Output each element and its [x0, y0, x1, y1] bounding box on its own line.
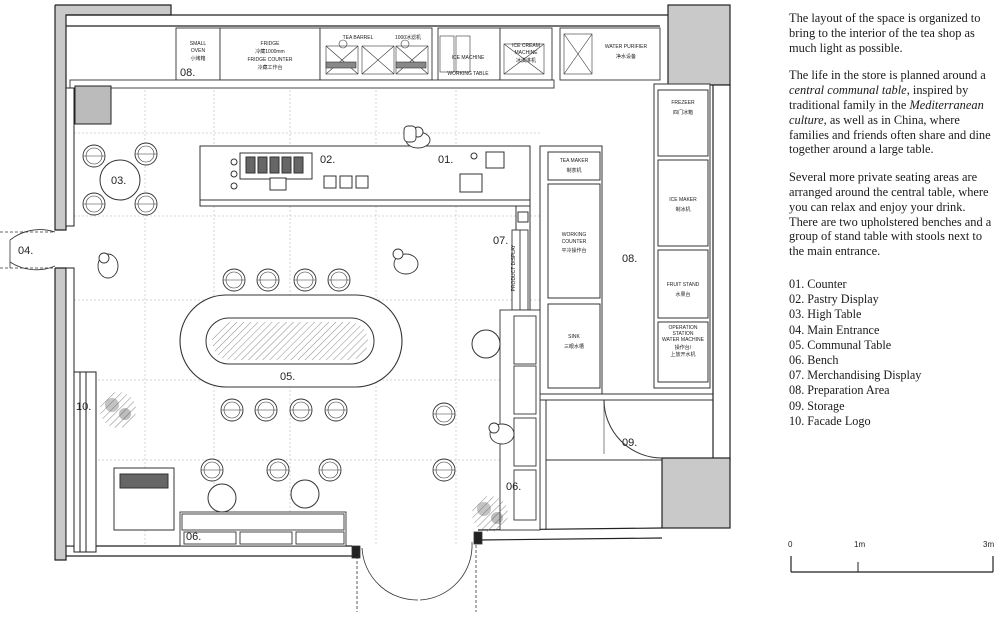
label-06-right: 06.	[506, 481, 521, 493]
working-counter-label-2: COUNTER	[562, 239, 587, 245]
people	[97, 125, 515, 445]
fridge-counter-label: FRIDGE COUNTER	[248, 57, 293, 63]
fridge-counter-label-cn: 冷藏工作台	[257, 64, 282, 71]
desc-p2-em1: central communal table	[789, 83, 907, 98]
ice-machine-label: ICE MACHINE	[452, 55, 485, 61]
scale-label-1m: 1m	[854, 540, 866, 549]
scale-label-3m: 3m	[983, 540, 995, 549]
legend-item: 08. Preparation Area	[789, 383, 890, 398]
ice-cream-label-2: MACHINE	[514, 50, 538, 56]
desc-p2-a: The life in the store is planned around …	[789, 68, 986, 83]
ice-cream-label: ICE CREAM	[512, 43, 540, 49]
working-counter-label: WORKING	[562, 232, 587, 238]
legend-item: 03. High Table	[789, 307, 862, 322]
fruit-stand-label: FRUIT STAND	[667, 282, 700, 288]
lounge-chair	[113, 467, 175, 531]
label-07: 07.	[493, 235, 508, 247]
freezer-label-cn: 四门冰箱	[673, 109, 693, 116]
ice-cream-label-cn: 冰淇淋机	[516, 57, 536, 64]
label-05: 05.	[280, 371, 295, 383]
water-purifier-label-cn: 净水设备	[616, 53, 636, 60]
label-08: 08.	[622, 253, 637, 265]
building-walls	[54, 4, 731, 561]
scale-label-0: 0	[788, 540, 793, 549]
ice-maker-label: ICE MAKER	[669, 197, 697, 203]
tea-maker-label-cn: 制茶机	[566, 167, 581, 174]
facade-strip	[65, 85, 112, 553]
freezer-label: FREZEER	[671, 100, 695, 106]
legend-item: 01. Counter	[789, 277, 847, 291]
tea-barrel-label-cn: 1000冰滤机	[395, 34, 421, 41]
tea-barrel-label: TEA BARREL	[343, 35, 374, 41]
main-entrance-doors	[0, 229, 56, 271]
description-paragraph-3: Several more private seating areas are a…	[789, 170, 992, 259]
description-paragraph-1: The layout of the space is organized to …	[789, 11, 981, 55]
high-table	[82, 142, 158, 216]
legend-item: 07. Merchandising Display	[789, 368, 922, 383]
fridge-label-cn: 冷藏1000mm	[255, 48, 284, 55]
label-09: 09.	[622, 437, 637, 449]
desc-p2-em2: Mediterranean culture	[789, 97, 984, 127]
desc-p2-c: , as well as in China, where families an…	[789, 112, 991, 157]
ice-maker-label-cn: 制冰机	[675, 206, 690, 213]
label-08-top: 08.	[180, 67, 195, 79]
communal-table	[179, 268, 501, 513]
floor-plan: 08. 01. 02. 03. 04. 05. 06. 06. 07. 08. …	[0, 4, 731, 612]
small-oven-label: SMALL	[190, 41, 207, 47]
label-06-bottom: 06.	[186, 531, 201, 543]
legend-item: 09. Storage	[789, 398, 845, 413]
back-counter	[69, 27, 661, 89]
legend-item: 05. Communal Table	[789, 337, 892, 352]
label-02: 02.	[320, 154, 335, 166]
product-display-label: PRODUCT DISPLAY	[511, 244, 517, 291]
fridge-label: FRIDGE	[261, 41, 281, 47]
scale-ruler	[790, 556, 994, 573]
bench-bottom	[179, 511, 347, 547]
legend-item: 10. Facade Logo	[789, 413, 871, 428]
small-oven-label-cn: 小烤箱	[190, 55, 205, 62]
scale-bar: 0 1m 3m	[786, 540, 996, 580]
tea-maker-label: TEA MAKER	[560, 158, 589, 164]
bench-right	[499, 309, 541, 531]
legend: 01. Counter 02. Pastry Display 03. High …	[789, 277, 994, 429]
water-purifier-label: WATER PURIFIER	[605, 44, 648, 50]
description: The layout of the space is organized to …	[789, 11, 994, 272]
fixture-labels: SMALL OVEN 小烤箱 FRIDGE 冷藏1000mm FRIDGE CO…	[190, 34, 705, 358]
legend-item: 04. Main Entrance	[789, 322, 880, 337]
legend-item: 02. Pastry Display	[789, 292, 879, 307]
small-oven-label-2: OVEN	[191, 48, 206, 54]
prep-area	[539, 83, 713, 530]
label-04: 04.	[18, 245, 33, 257]
label-03: 03.	[111, 175, 126, 187]
label-10: 10.	[76, 401, 91, 413]
operation-label-cn2: 上放开水机	[670, 351, 695, 358]
legend-item: 06. Bench	[789, 353, 839, 368]
bottom-entrance-doors	[351, 531, 483, 612]
operation-label-2: STATION	[673, 331, 694, 337]
main-counter	[199, 145, 531, 317]
operation-label-3: WATER MACHINE	[662, 337, 705, 343]
label-01: 01.	[438, 154, 453, 166]
working-counter-label-cn: 平冷操作台	[561, 247, 586, 254]
working-table-label: WORKING TABLE	[447, 71, 489, 77]
operation-label-cn: 操作台/	[675, 344, 692, 351]
sink-label-cn: 三眼水槽	[564, 343, 584, 350]
fruit-stand-label-cn: 水果台	[675, 291, 690, 298]
sink-label: SINK	[568, 334, 580, 340]
desc-p2-b: , inspired by traditional family in the	[789, 83, 969, 112]
operation-label: OPERATION	[668, 325, 697, 331]
description-paragraph-2: The life in the store is planned around …	[789, 68, 994, 157]
